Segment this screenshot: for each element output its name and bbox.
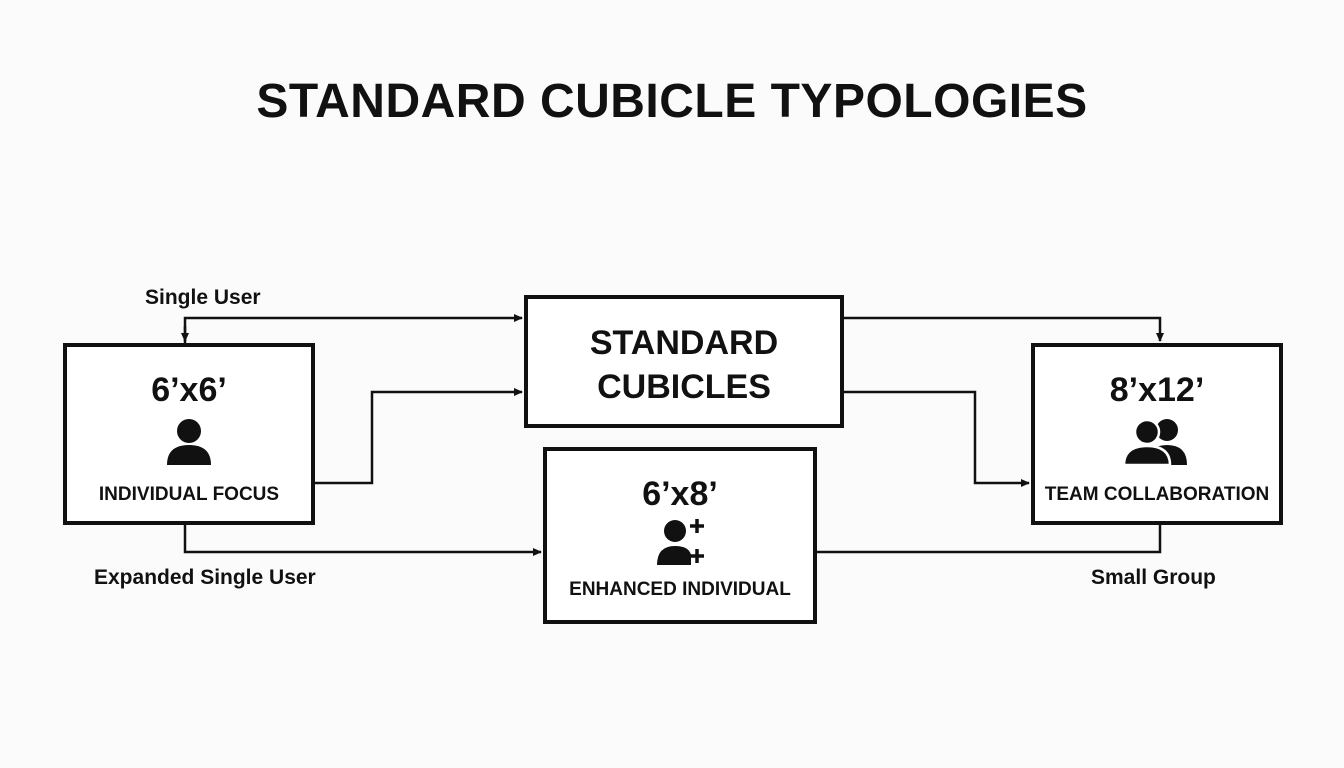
standard-cubicles-node: STANDARD CUBICLES xyxy=(524,295,844,428)
connector-enhanced-to-right xyxy=(817,525,1162,554)
individual-focus-node: 6’x6’ INDIVIDUAL FOCUS xyxy=(63,343,315,525)
connector-left-top-to-center xyxy=(183,314,523,343)
person-plus-icon xyxy=(657,519,704,565)
node-size: 8’x12’ xyxy=(1109,371,1205,409)
two-people-icon xyxy=(1122,418,1187,467)
node-size: 6’x6’ xyxy=(151,371,227,409)
center-label-line2: CUBICLES xyxy=(597,368,771,406)
connector-left-to-center xyxy=(315,388,523,485)
connector-center-to-right-top xyxy=(844,316,1164,342)
enhanced-individual-node: 6’x8’ ENHANCED INDIVIDUAL xyxy=(543,447,817,624)
flow-label-single-user: Single User xyxy=(145,286,261,309)
node-caption: ENHANCED INDIVIDUAL xyxy=(569,579,791,600)
flow-label-small-group: Small Group xyxy=(1091,566,1216,589)
center-label-line1: STANDARD xyxy=(589,324,779,362)
node-caption: TEAM COLLABORATION xyxy=(1044,484,1270,505)
page-title: STANDARD CUBICLE TYPOLOGIES xyxy=(256,75,1088,128)
connector-center-to-right xyxy=(844,390,1030,487)
single-person-icon xyxy=(167,419,211,465)
team-collaboration-node: 8’x12’ TEAM COLLABORATION xyxy=(1031,343,1283,525)
flow-label-expanded-single-user: Expanded Single User xyxy=(94,566,316,589)
node-size: 6’x8’ xyxy=(642,475,718,513)
node-caption: INDIVIDUAL FOCUS xyxy=(98,484,280,505)
connector-left-to-enhanced xyxy=(183,525,542,556)
